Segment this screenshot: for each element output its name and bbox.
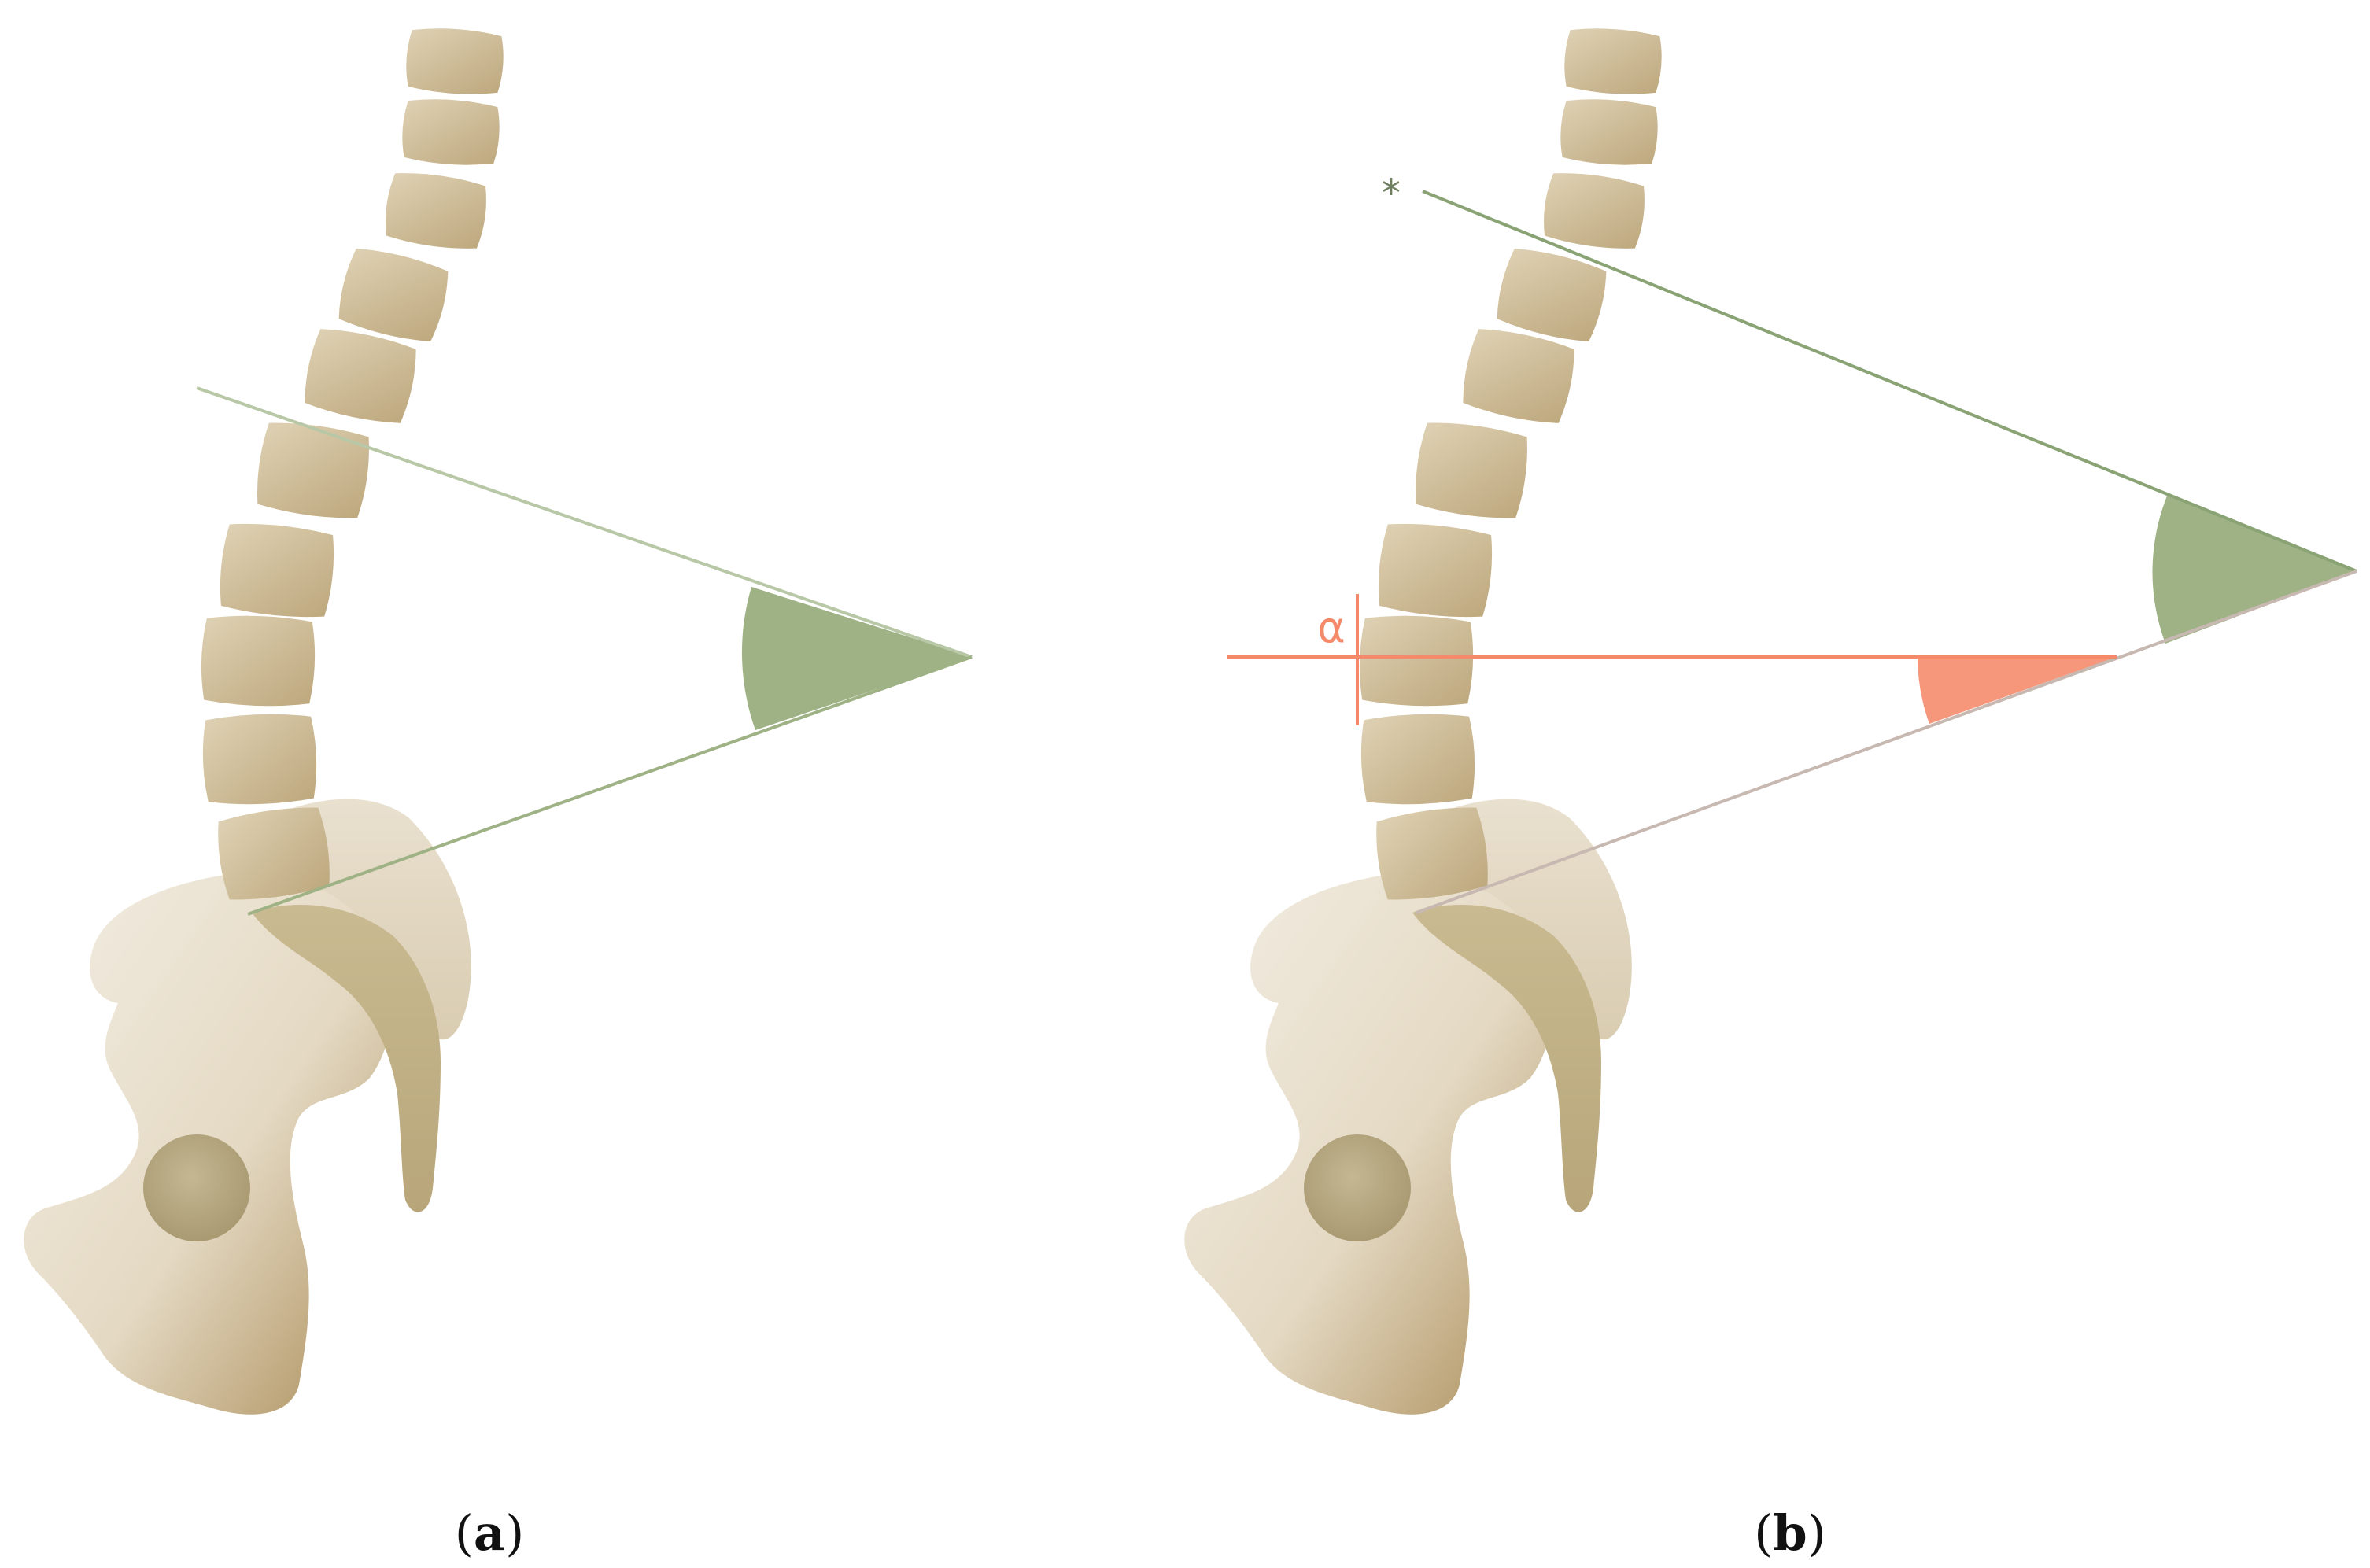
vertebra-a-1 bbox=[406, 28, 504, 94]
vertebra-a-10 bbox=[218, 807, 330, 900]
vertebra-a-3 bbox=[386, 173, 486, 249]
vertebra-a-7 bbox=[220, 523, 334, 618]
upper-line-a bbox=[196, 386, 973, 659]
spine-b bbox=[1359, 28, 1662, 900]
vertebra-a-6 bbox=[257, 422, 369, 518]
vertebra-a-4 bbox=[338, 248, 449, 342]
green-angle-sector-b bbox=[2152, 494, 2357, 644]
sacrum-b bbox=[1412, 905, 1601, 1212]
vertebra-a-5 bbox=[305, 329, 416, 423]
angle-figure-b: α * bbox=[1227, 172, 2357, 914]
vertebra-b-3 bbox=[1544, 173, 1645, 249]
green-angle-sector-a bbox=[741, 587, 972, 730]
lower-line-b bbox=[1416, 570, 2357, 914]
vertebra-b-9 bbox=[1360, 714, 1475, 805]
vertebra-b-8 bbox=[1359, 615, 1474, 707]
alpha-label: α bbox=[1317, 603, 1346, 652]
femoral-head-a bbox=[143, 1134, 250, 1241]
femoral-head-b bbox=[1304, 1134, 1411, 1241]
panel-a: (a) bbox=[24, 28, 973, 1562]
vertebra-b-6 bbox=[1416, 422, 1527, 518]
panel-b: α * (b) bbox=[1184, 28, 2357, 1562]
asterisk-label: * bbox=[1382, 172, 1401, 216]
angle-figure-a bbox=[196, 386, 973, 916]
spine-a bbox=[201, 28, 504, 900]
upper-line-b bbox=[1422, 190, 2357, 573]
vertebra-b-1 bbox=[1564, 28, 1662, 94]
vertebra-b-2 bbox=[1560, 99, 1658, 165]
vertebra-a-8 bbox=[201, 615, 316, 707]
vertebra-b-5 bbox=[1463, 329, 1574, 423]
vertebra-b-10 bbox=[1376, 807, 1488, 900]
sacrum-a bbox=[252, 905, 441, 1212]
vertebra-b-4 bbox=[1497, 248, 1607, 342]
vertebra-b-7 bbox=[1378, 523, 1493, 618]
orange-angle-sector-b bbox=[1918, 657, 2117, 724]
vertebra-a-9 bbox=[202, 714, 317, 805]
lower-line-a bbox=[247, 655, 973, 916]
vertebra-a-2 bbox=[402, 99, 500, 165]
caption-b: (b) bbox=[1754, 1504, 1826, 1562]
caption-a: (a) bbox=[455, 1504, 525, 1562]
